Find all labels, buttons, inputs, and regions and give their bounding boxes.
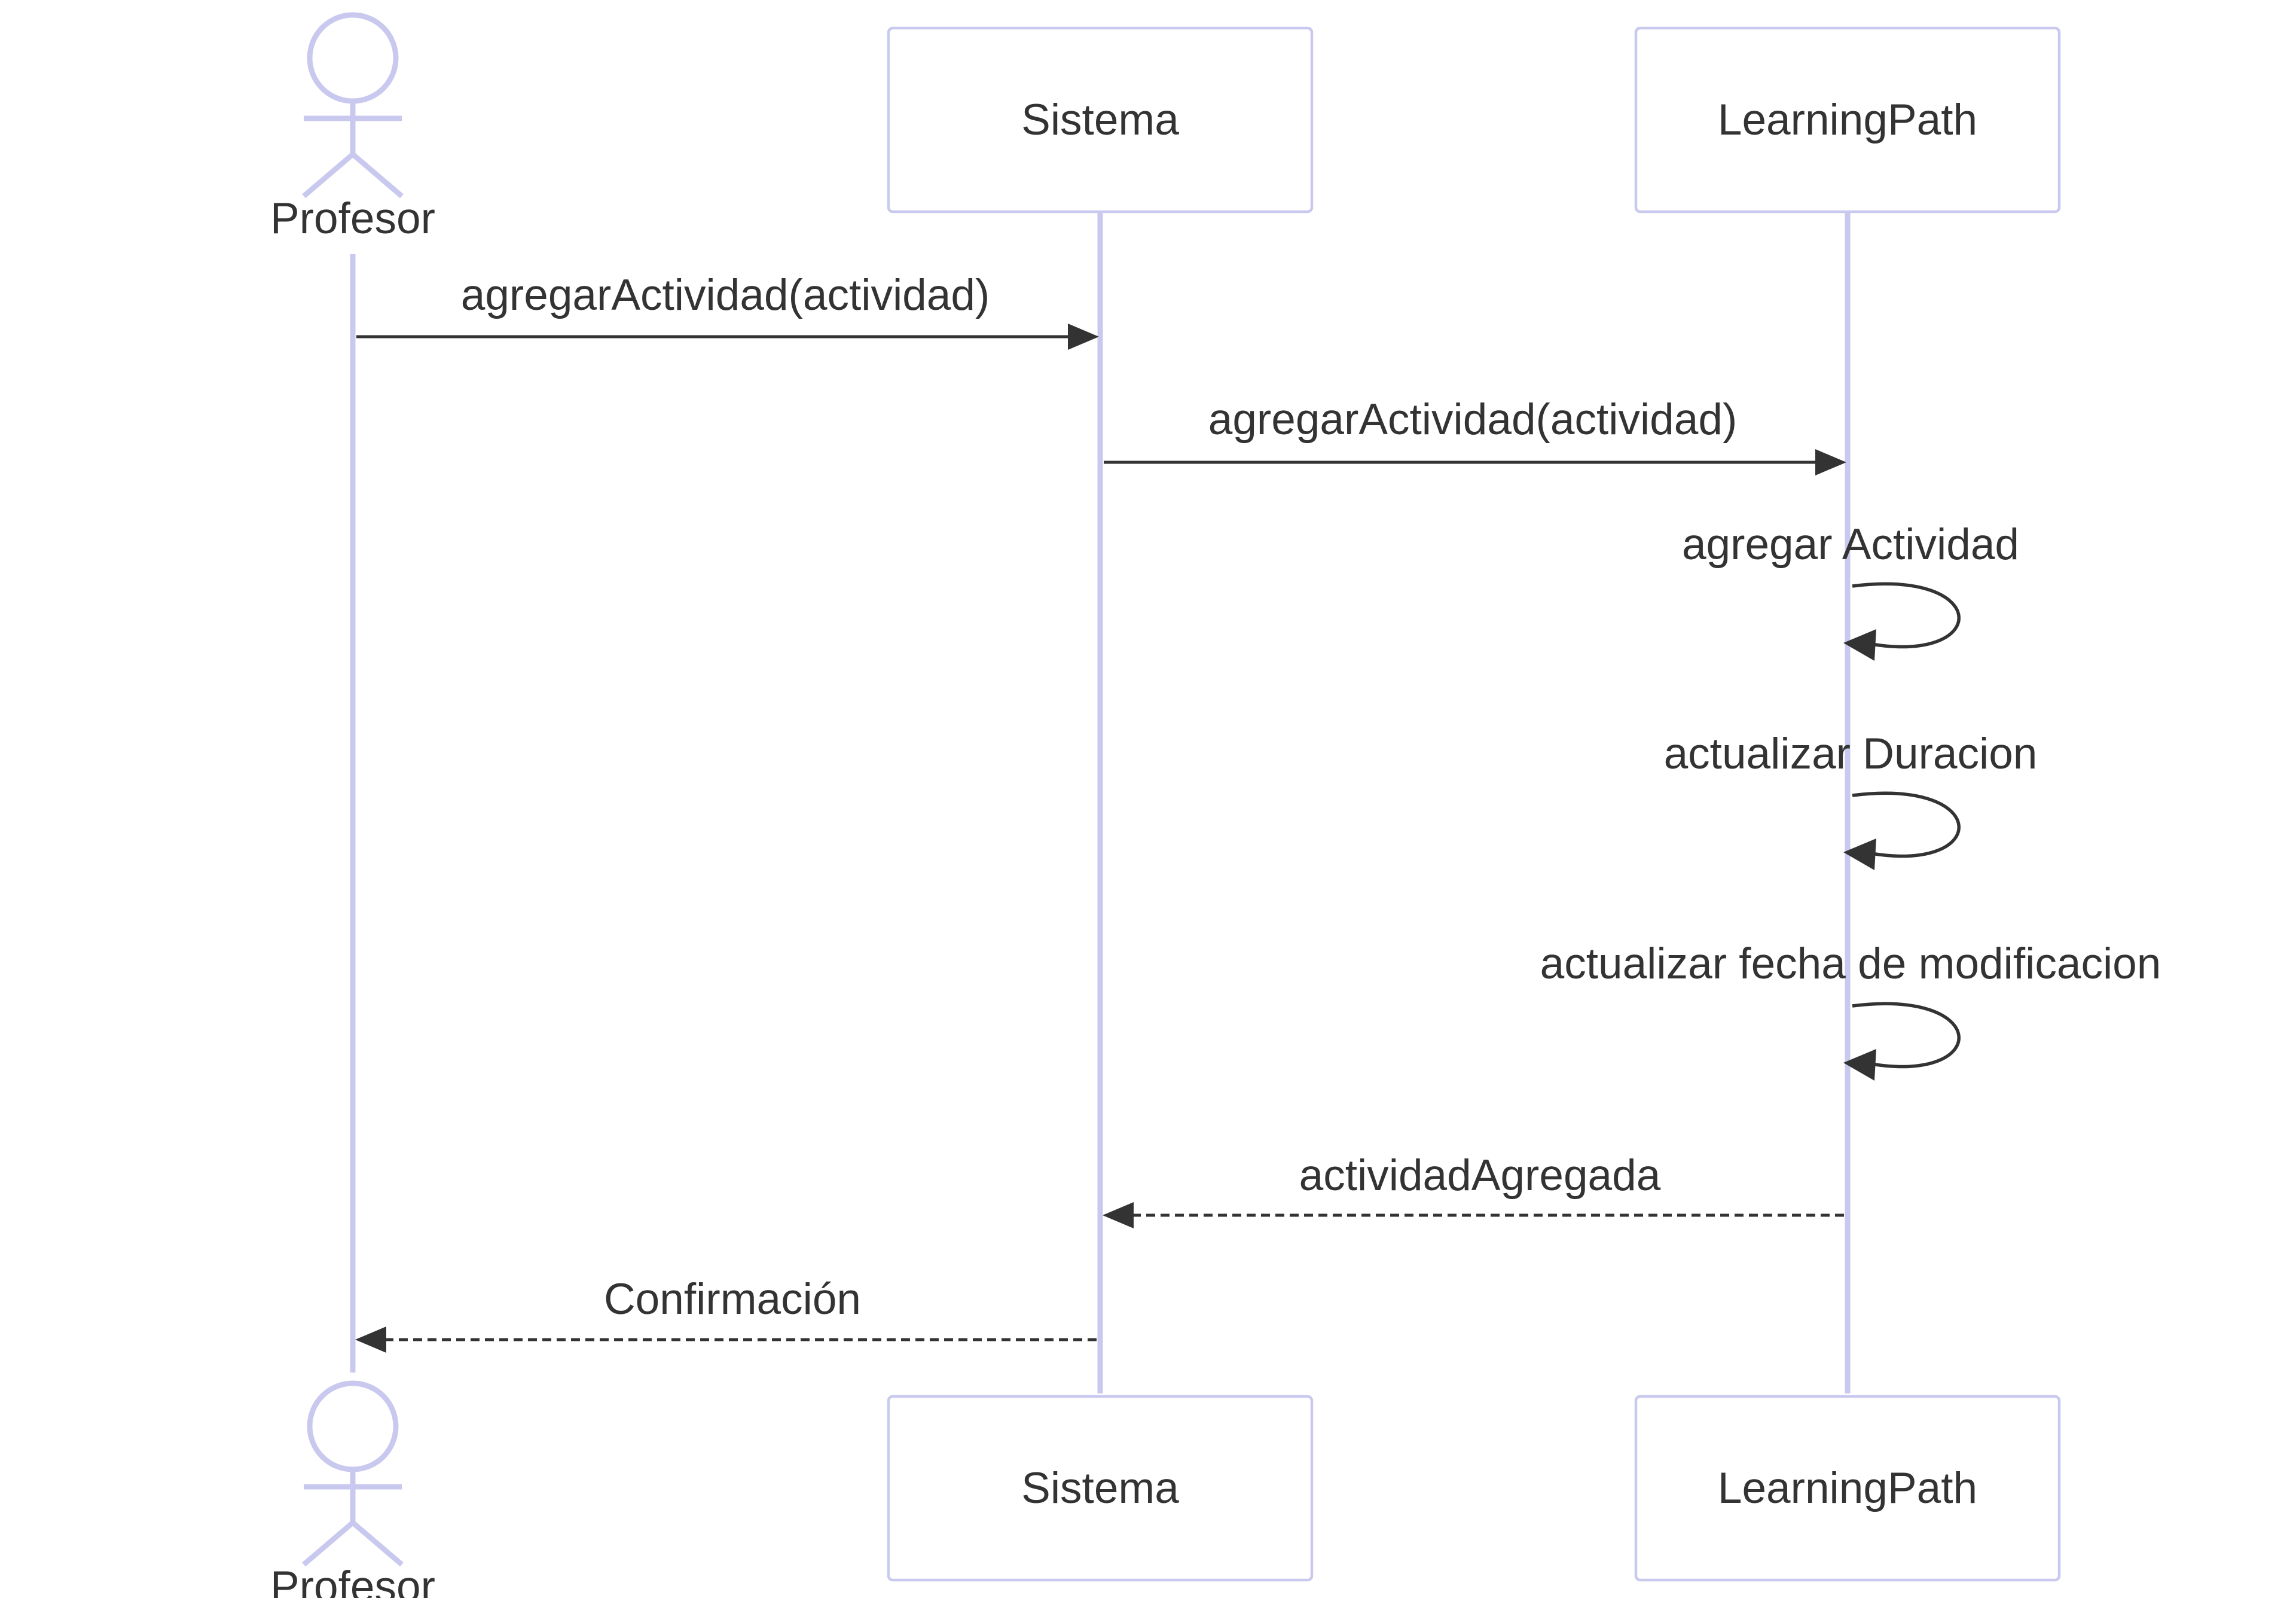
actor-head-icon (307, 12, 399, 104)
arrowhead-icon (1843, 1049, 1876, 1081)
self-message-agregar-actividad: agregar Actividad (1682, 520, 2019, 661)
actor-head-icon (307, 1380, 399, 1472)
arrowhead-icon (1815, 449, 1846, 475)
actor-profesor-bottom: Profesor (270, 1380, 435, 1598)
participant-sistema-top: Sistema (887, 26, 1314, 214)
arrowhead-icon (1103, 1202, 1134, 1228)
participant-learningpath-bottom: LearningPath (1634, 1395, 2061, 1582)
message-agregar-actividad-1: agregarActividad(actividad) (356, 271, 1099, 350)
message-agregar-actividad-2: agregarActividad(actividad) (1104, 395, 1846, 475)
participant-label-profesor: Profesor (270, 1563, 435, 1598)
arrowhead-icon (355, 1326, 386, 1353)
participant-label-learningpath: LearningPath (1718, 1464, 1977, 1512)
message-label: actualizar fecha de modificacion (1540, 940, 2161, 988)
message-confirmacion: Confirmación (355, 1275, 1097, 1353)
participant-label-profesor: Profesor (270, 194, 435, 243)
actor-profesor-top: Profesor (270, 12, 435, 243)
message-label: actualizar Duracion (1664, 730, 2038, 778)
message-label: agregarActividad(actividad) (1208, 395, 1738, 444)
participant-label-sistema: Sistema (1021, 96, 1179, 144)
participant-label-learningpath: LearningPath (1718, 96, 1977, 144)
self-message-actualizar-duracion: actualizar Duracion (1664, 730, 2038, 870)
arrowhead-icon (1843, 838, 1876, 870)
message-label: Confirmación (604, 1275, 861, 1323)
arrowhead-icon (1068, 324, 1099, 350)
self-message-actualizar-fecha: actualizar fecha de modificacion (1540, 940, 2161, 1081)
message-label: agregar Actividad (1682, 520, 2019, 569)
participant-learningpath-top: LearningPath (1634, 26, 2061, 214)
participant-label-sistema: Sistema (1021, 1464, 1179, 1512)
message-label: actividadAgregada (1299, 1151, 1661, 1200)
arrowhead-icon (1843, 629, 1876, 661)
participant-sistema-bottom: Sistema (887, 1395, 1314, 1582)
message-actividad-agregada: actividadAgregada (1103, 1151, 1844, 1228)
message-label: agregarActividad(actividad) (461, 271, 990, 319)
